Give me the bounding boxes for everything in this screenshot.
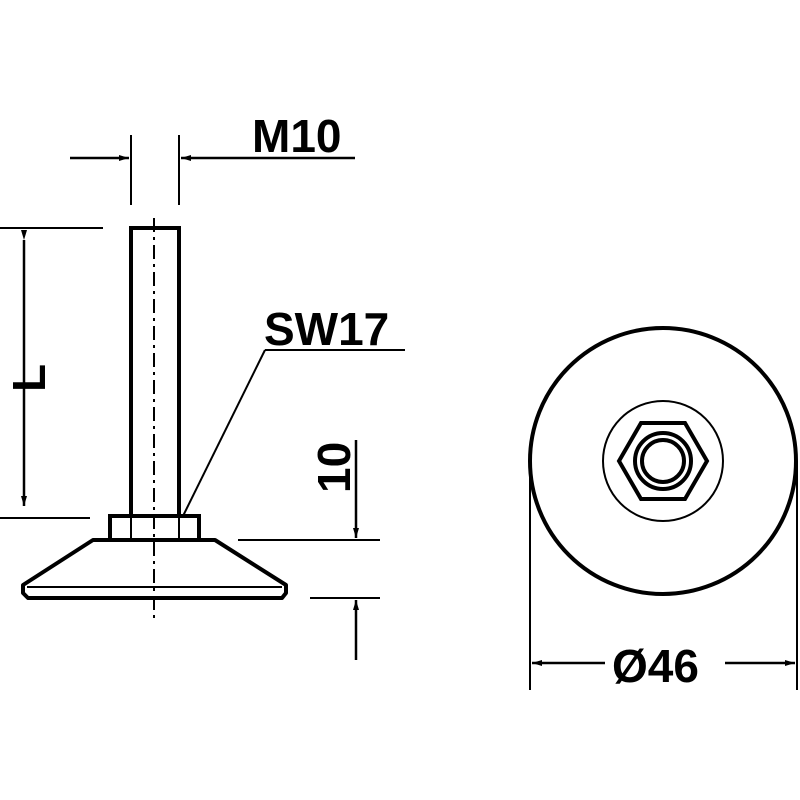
height-dimension xyxy=(238,440,380,660)
base-plate-side xyxy=(21,538,288,600)
length-dimension xyxy=(0,227,103,519)
height-label: 10 xyxy=(308,442,360,493)
spanner-size-leader xyxy=(182,349,405,517)
diameter-dimension xyxy=(529,461,798,690)
base-plate-top-view xyxy=(528,326,798,596)
diameter-label: Ø46 xyxy=(612,640,699,692)
hex-nut-icon xyxy=(616,421,710,501)
length-label: L xyxy=(3,364,55,392)
thread-label: M10 xyxy=(252,110,341,162)
spanner-size-label: SW17 xyxy=(264,303,389,355)
thread-dimension xyxy=(70,135,355,205)
